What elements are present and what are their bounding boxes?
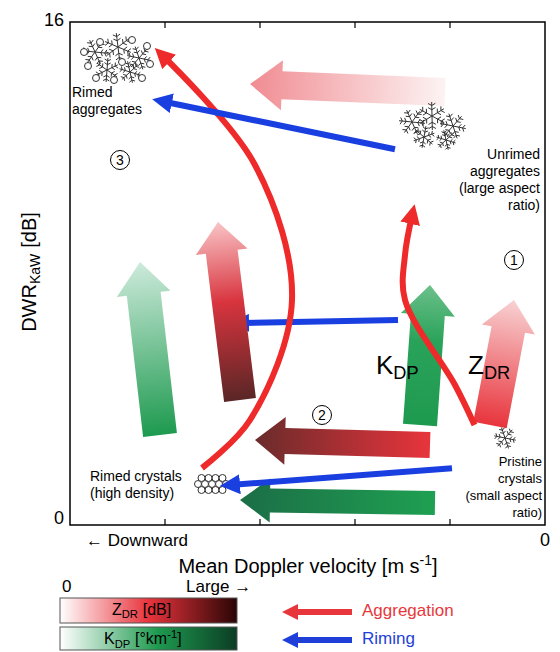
colorbar-label-part: DR: [122, 608, 138, 620]
particle-node: Pristine crystals (small aspect ratio): [452, 425, 542, 521]
legend-arrow: [290, 637, 352, 643]
arrow-label-part: DP: [393, 363, 418, 383]
rime-droplet: [97, 39, 104, 46]
gradient-arrow: [255, 417, 430, 465]
colorbar-label-part: [dB]: [143, 601, 171, 618]
legend-label: Riming: [362, 629, 415, 649]
axis-ticks: [165, 22, 450, 525]
dendrite-icon: [419, 102, 445, 130]
dendrite-icon: [105, 33, 131, 61]
callout-number: 2: [312, 405, 332, 425]
particle-label: Rimed crystals (high density): [90, 468, 190, 502]
particle-node: Rimed crystals (high density): [90, 468, 230, 502]
colorbar-max: Large →: [186, 577, 251, 597]
particle-node: Rimed aggregates: [72, 34, 162, 118]
riming-arrow: [240, 320, 398, 323]
rime-droplet: [219, 487, 226, 494]
colorbar-min: 0: [62, 577, 71, 597]
plot-frame: [70, 22, 545, 525]
gradient-arrow: [117, 262, 177, 437]
arrow-label-part: Z: [468, 350, 484, 380]
gradient-arrow: [250, 60, 446, 110]
rime-droplet: [147, 61, 154, 68]
axis-title-part: Mean Doppler velocity [m s: [178, 555, 419, 577]
axis-title-part: KaW: [27, 254, 43, 284]
gradient-arrow: [240, 479, 435, 523]
colorbar-label-part: DP: [115, 638, 131, 650]
axis-title-part: ]: [432, 555, 438, 577]
colorbar-label-part: Z: [112, 601, 122, 618]
colorbar-label-part: ]: [177, 630, 181, 647]
rime-droplet: [93, 75, 100, 82]
rime-droplet: [81, 49, 88, 56]
arrow-label: KDP: [376, 350, 419, 385]
particle-label: Rimed aggregates: [72, 84, 162, 118]
riming-path: [162, 101, 395, 149]
callout-number: 3: [110, 150, 130, 170]
particle-node: Unrimed aggregates (large aspect ratio): [395, 106, 540, 214]
rime-droplet: [129, 37, 136, 44]
colorbar-label-part: -1: [167, 628, 177, 640]
dendrite-icon: [440, 114, 465, 139]
rime-droplet: [212, 475, 219, 482]
legend-arrow: [290, 609, 352, 615]
axis-title-part: [dB]: [18, 212, 40, 248]
axis-title: DWRKaW [dB]: [17, 212, 44, 332]
gradient-arrow: [196, 222, 256, 402]
callout-number: 1: [504, 250, 524, 270]
axis-title-part: DWR: [18, 284, 40, 332]
axis-tick-label: 16: [44, 10, 64, 31]
rime-droplet: [111, 77, 118, 84]
axis-tick-label: 0: [540, 530, 550, 551]
colorbar-label: KDP [°km-1]: [104, 628, 182, 651]
arrow-label-part: DR: [484, 363, 510, 383]
dendrite-icon: [414, 126, 435, 148]
colorbar-label: ZDR [dB]: [112, 600, 171, 622]
axis-title: Mean Doppler velocity [m s-1]: [178, 552, 437, 578]
axis-direction: ← Downward: [86, 531, 188, 551]
dendrite-icon: [436, 130, 455, 150]
rime-droplet: [212, 487, 219, 494]
axis-title-part: -1: [420, 552, 432, 568]
dendrite-icon: [494, 428, 516, 449]
colorbar-label-part: [°km: [135, 630, 167, 647]
rime-droplet: [85, 63, 92, 70]
rime-droplet: [119, 59, 126, 66]
colorbar-label-part: K: [104, 630, 115, 647]
kdp-colorbar: [60, 627, 237, 650]
riming-path: [230, 468, 452, 485]
zdr-colorbar: [60, 598, 237, 623]
legend-label: Aggregation: [362, 601, 454, 621]
gradient-arrows: [117, 60, 535, 522]
particle-label: Pristine crystals (small aspect ratio): [463, 453, 542, 521]
aggregation-path: [403, 214, 475, 425]
rime-droplet: [205, 487, 212, 494]
dendrite-icon: [399, 110, 425, 134]
rime-droplet: [144, 43, 151, 50]
particle-label: Unrimed aggregates (large aspect ratio): [445, 146, 540, 214]
axis-tick-label: 0: [54, 508, 64, 529]
particle-icons: [81, 33, 516, 493]
rime-droplet: [139, 75, 146, 82]
arrow-label: ZDR: [468, 350, 510, 385]
arrow-label-part: K: [376, 350, 393, 380]
rime-droplet: [198, 475, 205, 482]
rime-droplet: [205, 475, 212, 482]
